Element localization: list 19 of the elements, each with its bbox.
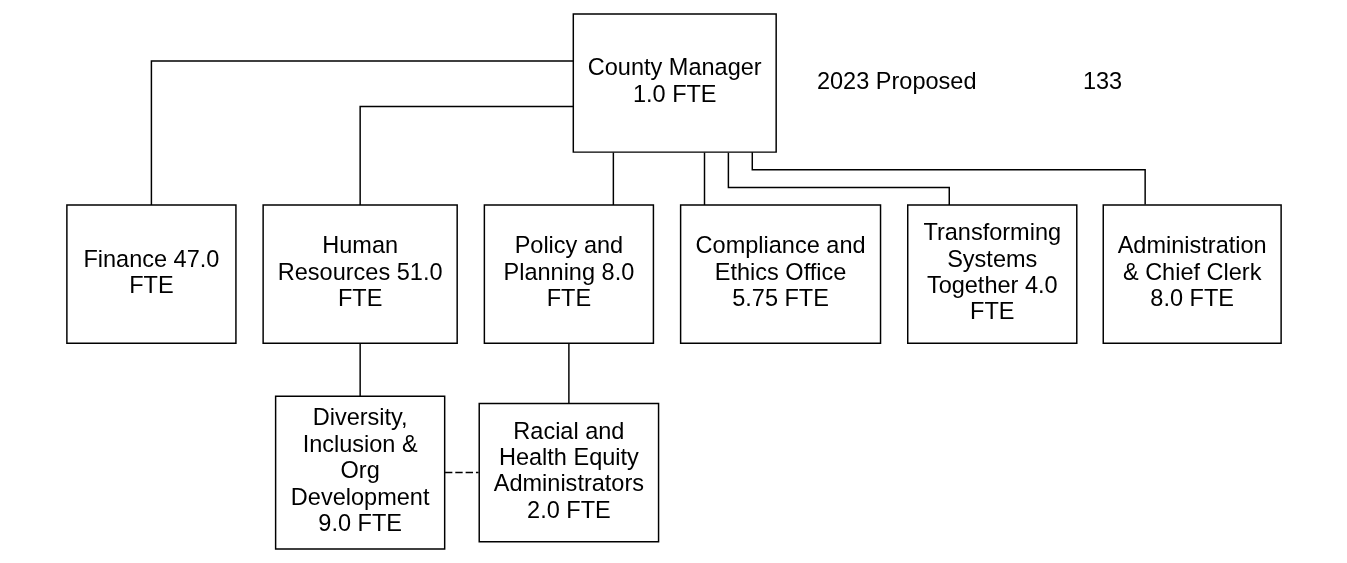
connector <box>567 342 570 404</box>
connector <box>443 471 479 474</box>
node-box: Transforming Systems Together 4.0 FTE <box>906 204 1078 344</box>
node-box: Compliance and Ethics Office 5.75 FTE <box>679 204 881 344</box>
connector <box>751 151 1146 206</box>
connector <box>150 60 574 206</box>
connector <box>612 151 614 206</box>
node-box: Policy and Planning 8.0 FTE <box>483 204 654 344</box>
node-box: Finance 47.0 FTE <box>65 204 237 344</box>
label: 133 <box>1082 67 1122 94</box>
node-box: Administration & Chief Clerk 8.0 FTE <box>1102 204 1282 344</box>
node-box: County Manager 1.0 FTE <box>572 13 777 153</box>
connector <box>358 342 361 397</box>
connector <box>358 105 574 206</box>
label: 2023 Proposed <box>816 67 976 94</box>
node-box: Human Resources 51.0 FTE <box>261 204 458 344</box>
node-box: Racial and Health Equity Administrators 2.0 FTE <box>478 402 659 543</box>
connector <box>703 151 705 206</box>
node-box: Diversity, Inclusion & Org Development 9.0 FTE <box>274 395 445 550</box>
